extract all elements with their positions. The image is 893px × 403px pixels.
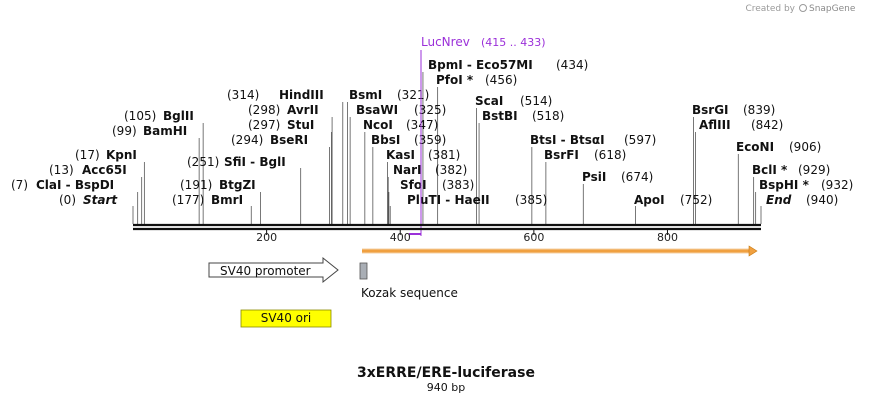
site-label-bsphi[interactable]: BspHI *(932) [759, 178, 853, 192]
snapgene-brand-text: SnapGene [809, 4, 856, 14]
promoter-label: SV40 promoter [220, 264, 311, 278]
site-label-bamhi[interactable]: (99)BamHI [112, 124, 187, 138]
ruler-tick-label: 600 [523, 231, 544, 244]
site-label-psii[interactable]: PsiI(674) [582, 170, 653, 184]
site-label-stui[interactable]: (297)StuI [248, 118, 314, 132]
kozak-feature[interactable]: Kozak sequence [359, 262, 458, 300]
site-label-bsmi[interactable]: BsmI(321) [349, 88, 429, 102]
site-label-bmri[interactable]: (177)BmrI [172, 193, 243, 207]
ruler-tick-label: 200 [256, 231, 277, 244]
ruler-ticks: 200 400 600 800 [256, 230, 678, 244]
site-label-bsrgi[interactable]: BsrGI(839) [692, 103, 775, 117]
site-label-bsrfi[interactable]: BsrFI(618) [544, 148, 626, 162]
site-label-sfoi[interactable]: SfoI(383) [400, 178, 474, 192]
site-label-bsawi[interactable]: BsaWI(325) [356, 103, 446, 117]
site-label-ncoi[interactable]: NcoI(347) [363, 118, 438, 132]
site-label-econi[interactable]: EcoNI(906) [736, 140, 821, 154]
kozak-label: Kozak sequence [361, 286, 458, 300]
site-label-btsi-btsai[interactable]: BtsI - BtsαI(597) [530, 133, 656, 147]
ori-box [240, 309, 332, 328]
site-label-kpni[interactable]: (17)KpnI [75, 148, 137, 162]
snapgene-logo-icon [799, 4, 807, 12]
site-label-pluti-haeii[interactable]: PluTI - HaeII(385) [407, 193, 547, 207]
ori-label: SV40 ori [261, 311, 312, 325]
site-label-sfii-bgli[interactable]: (251)SfiI - BglI [187, 155, 286, 169]
site-label-bbsi[interactable]: BbsI(359) [371, 133, 446, 147]
site-leader-lines [132, 72, 762, 224]
kozak-box [359, 262, 368, 280]
site-labels-right: BsmI(321) BsaWI(325) NcoI(347) BbsI(359)… [349, 58, 853, 207]
site-label-scai[interactable]: ScaI(514) [475, 94, 552, 108]
site-label-acc65i[interactable]: (13)Acc65I [49, 163, 127, 177]
site-label-nari[interactable]: NarI(382) [393, 163, 467, 177]
site-label-bseri[interactable]: (294)BseRI [231, 133, 308, 147]
site-label-kasi[interactable]: KasI(381) [386, 148, 460, 162]
site-label-bglii[interactable]: (105)BglII [124, 109, 194, 123]
ruler-tick-label: 800 [657, 231, 678, 244]
cds-arrowhead-icon [748, 245, 758, 257]
site-label-pfoi[interactable]: PfoI *(456) [436, 73, 517, 87]
map-length: 940 bp [427, 381, 465, 394]
primer-lucnrev[interactable]: LucNrev(415 .. 433) [409, 35, 546, 236]
primer-label: LucNrev(415 .. 433) [421, 35, 546, 49]
site-label-bstbi[interactable]: BstBI(518) [482, 109, 564, 123]
site-label-end[interactable]: End(940) [766, 193, 838, 207]
sv40-ori-feature[interactable]: SV40 ori [240, 309, 332, 328]
map-title: 3xERRE/ERE-luciferase [357, 365, 535, 381]
site-labels-left: (0)Start (7)ClaI - BspDI (13)Acc65I (17)… [11, 88, 324, 207]
site-label-bpmi-eco57mi[interactable]: BpmI - Eco57MI(434) [428, 58, 588, 72]
site-label-afliii[interactable]: AflIII(842) [699, 118, 783, 132]
created-by-text: Created by [745, 4, 795, 14]
site-label-clai-bspdi[interactable]: (7)ClaI - BspDI [11, 178, 114, 192]
site-label-bcli[interactable]: BclI *(929) [752, 163, 830, 177]
site-label-avrii[interactable]: (298)AvrII [248, 103, 319, 117]
site-label-apoi[interactable]: ApoI(752) [634, 193, 712, 207]
promoter-arrow-icon [208, 256, 339, 284]
sv40-promoter-feature[interactable]: SV40 promoter [208, 256, 339, 284]
site-label-start[interactable]: (0)Start [59, 193, 118, 207]
snapgene-credit: Created by SnapGene [745, 4, 856, 14]
luciferase-cds-feature[interactable] [362, 245, 758, 257]
sequence-backbone [133, 223, 761, 231]
ruler-tick-label: 400 [390, 231, 411, 244]
site-label-btgzi[interactable]: (191)BtgZI [180, 178, 256, 192]
site-label-hindiii[interactable]: (314)HindIII [227, 88, 324, 102]
